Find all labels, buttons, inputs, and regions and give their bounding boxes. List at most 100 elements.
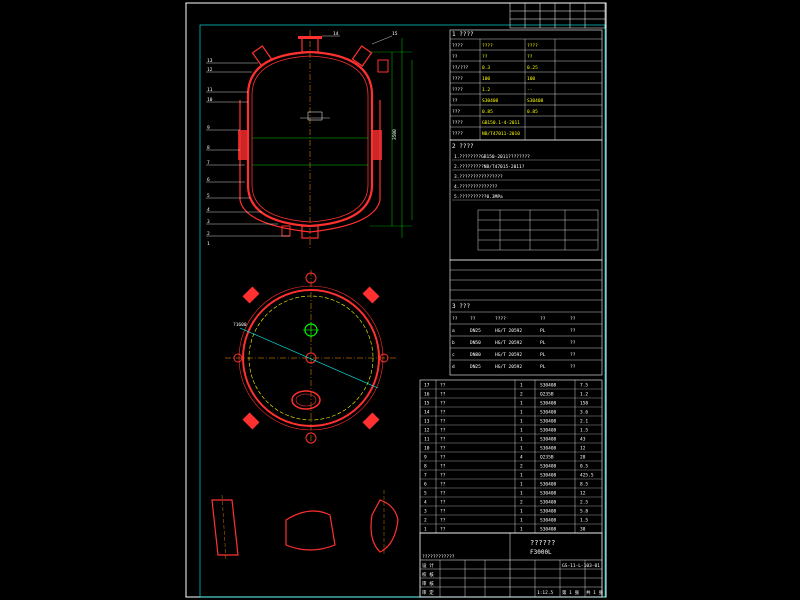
callout-14: 14 (333, 31, 339, 37)
design-cell: ???? (452, 87, 463, 93)
row-label-design: 设 计 (422, 562, 434, 569)
parts-cell: 1 (520, 446, 523, 452)
notes-header: 2 ???? (452, 143, 474, 150)
nozzle-col-header: ?? (540, 316, 546, 322)
nozzle-cell: a (452, 329, 455, 334)
parts-cell: 38 (580, 527, 586, 533)
design-cell: ???? (452, 43, 463, 49)
parts-cell: 43 (580, 437, 586, 443)
parts-cell: 28 (580, 455, 586, 461)
design-cell: S30408 (527, 98, 544, 104)
nozzle-cell: PL (540, 340, 546, 346)
parts-cell: S30408 (540, 401, 557, 407)
parts-cell: 7.5 (580, 383, 588, 389)
nozzle-cell: ?? (570, 352, 576, 358)
parts-cell: 1 (520, 518, 523, 524)
parts-cell: ?? (440, 464, 446, 470)
row-label-review: 审 核 (422, 580, 434, 587)
parts-cell: S30408 (540, 482, 557, 488)
parts-cell: 1 (520, 491, 523, 497)
callout-13: 13 (207, 58, 213, 64)
design-cell: ???? (452, 76, 463, 82)
inner-frame (199, 24, 606, 598)
parts-cell: 3 (424, 509, 427, 515)
parts-cell: ?? (440, 527, 446, 533)
parts-cell: S30408 (540, 518, 557, 524)
parts-cell: ?? (440, 509, 446, 515)
design-cell: ?? (452, 54, 458, 60)
callout-4: 4 (207, 207, 210, 213)
nozzle-cell: ?? (570, 340, 576, 346)
parts-cell: 425.5 (580, 473, 594, 479)
drawing-title: ?????? (530, 539, 555, 547)
header-small-table (509, 2, 606, 29)
parts-cell: 12 (424, 428, 430, 434)
design-cell: ???? (482, 43, 493, 49)
design-cell: ??? (452, 109, 460, 115)
nozzle-cell: PL (540, 364, 546, 370)
parts-cell: 2.5 (580, 500, 588, 506)
parts-cell: S30408 (540, 527, 557, 533)
parts-cell: ?? (440, 383, 446, 389)
nozzle-col-header: ???? (495, 316, 506, 322)
design-cell: ???? (452, 131, 463, 137)
parts-cell: ?? (440, 473, 446, 479)
parts-cell: ?? (440, 437, 446, 443)
parts-cell: 12 (580, 491, 586, 497)
parts-cell: S30408 (540, 383, 557, 389)
parts-cell: 10 (424, 446, 430, 452)
parts-cell: 11 (424, 437, 430, 443)
drawing-code: F3000L (530, 549, 552, 556)
parts-cell: S30408 (540, 410, 557, 416)
parts-cell: 17 (424, 383, 430, 389)
parts-cell: 1 (424, 527, 427, 533)
detail-views (211, 490, 399, 561)
design-cell: 100 (482, 76, 490, 82)
nozzle-cell: DN25 (470, 364, 481, 370)
parts-cell: 9 (424, 455, 427, 461)
nozzle-cell: PL (540, 352, 546, 358)
notes-section: 2 ???? 1.????????GB150-2011????????2.???… (449, 139, 603, 261)
parts-cell: 2 (520, 392, 523, 398)
parts-cell: 8.5 (580, 482, 588, 488)
design-cell: ???? (452, 120, 463, 126)
parts-cell: 12 (580, 446, 586, 452)
design-cell: 0.3 (482, 65, 490, 71)
parts-cell: S30408 (540, 473, 557, 479)
design-cell: 1.2 (482, 87, 490, 93)
parts-cell: 1.5 (580, 428, 588, 434)
note-line: 4.?????????????? (454, 184, 498, 190)
parts-cell: 1 (520, 482, 523, 488)
nozzle-cell: PL (540, 328, 546, 334)
callout-10: 10 (207, 97, 213, 103)
parts-cell: ?? (440, 491, 446, 497)
parts-cell: 0.5 (580, 464, 588, 470)
design-cell: ?? (452, 98, 458, 104)
nozzle-cell: DN50 (470, 340, 481, 346)
drawing-number: GS-11-L-103-01 (562, 563, 600, 569)
design-cell: 100 (527, 76, 535, 82)
design-cell: ?? (527, 54, 533, 60)
design-header: 1 ???? (452, 31, 474, 38)
parts-cell: ?? (440, 482, 446, 488)
note-line: 3.???????????????? (454, 174, 503, 180)
parts-cell: ?? (440, 410, 446, 416)
note-line: 2.?????????NB/T47015-2011? (454, 164, 525, 170)
design-cell: ?? (482, 54, 488, 60)
parts-cell: S30408 (540, 464, 557, 470)
plan-dia-label: ?1600 (233, 322, 247, 328)
parts-cell: 4 (520, 455, 523, 461)
design-cell: 0.25 (527, 65, 538, 71)
nozzle-cell: HG/T 20592 (495, 364, 522, 370)
parts-cell: 1 (520, 473, 523, 479)
nozzle-col-header: ?? (570, 316, 576, 322)
parts-cell: 5 (424, 491, 427, 497)
parts-cell: 2.1 (580, 419, 588, 425)
parts-cell: 1.2 (580, 392, 588, 398)
callout-9: 9 (207, 125, 210, 131)
height-dim: 3500 (392, 129, 398, 140)
parts-cell: 1 (520, 527, 523, 533)
